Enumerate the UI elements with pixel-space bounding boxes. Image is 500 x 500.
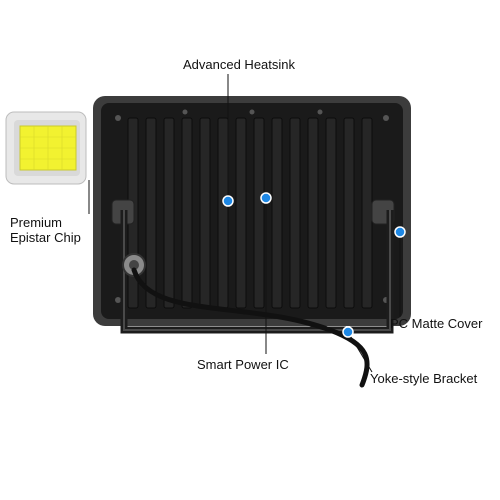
callout-lines	[88, 74, 401, 373]
label-epistar-line2: Epistar Chip	[10, 229, 81, 245]
label-yoke-bracket: Yoke-style Bracket	[370, 371, 478, 386]
label-pc-matte-cover: PC Matte Cover	[390, 316, 483, 331]
label-epistar-chip: Premium Epistar Chip	[10, 215, 81, 246]
floodlight-housing	[93, 96, 411, 326]
heatsink-fins	[127, 117, 373, 309]
power-cable	[122, 253, 370, 388]
label-advanced-heatsink: Advanced Heatsink	[183, 57, 296, 72]
label-epistar-line1: Premium	[10, 215, 63, 230]
label-smart-power-ic: Smart Power IC	[197, 357, 289, 372]
led-chip-inset	[5, 111, 87, 185]
callout-dot-icon	[222, 192, 406, 338]
housing-screws	[115, 109, 389, 303]
